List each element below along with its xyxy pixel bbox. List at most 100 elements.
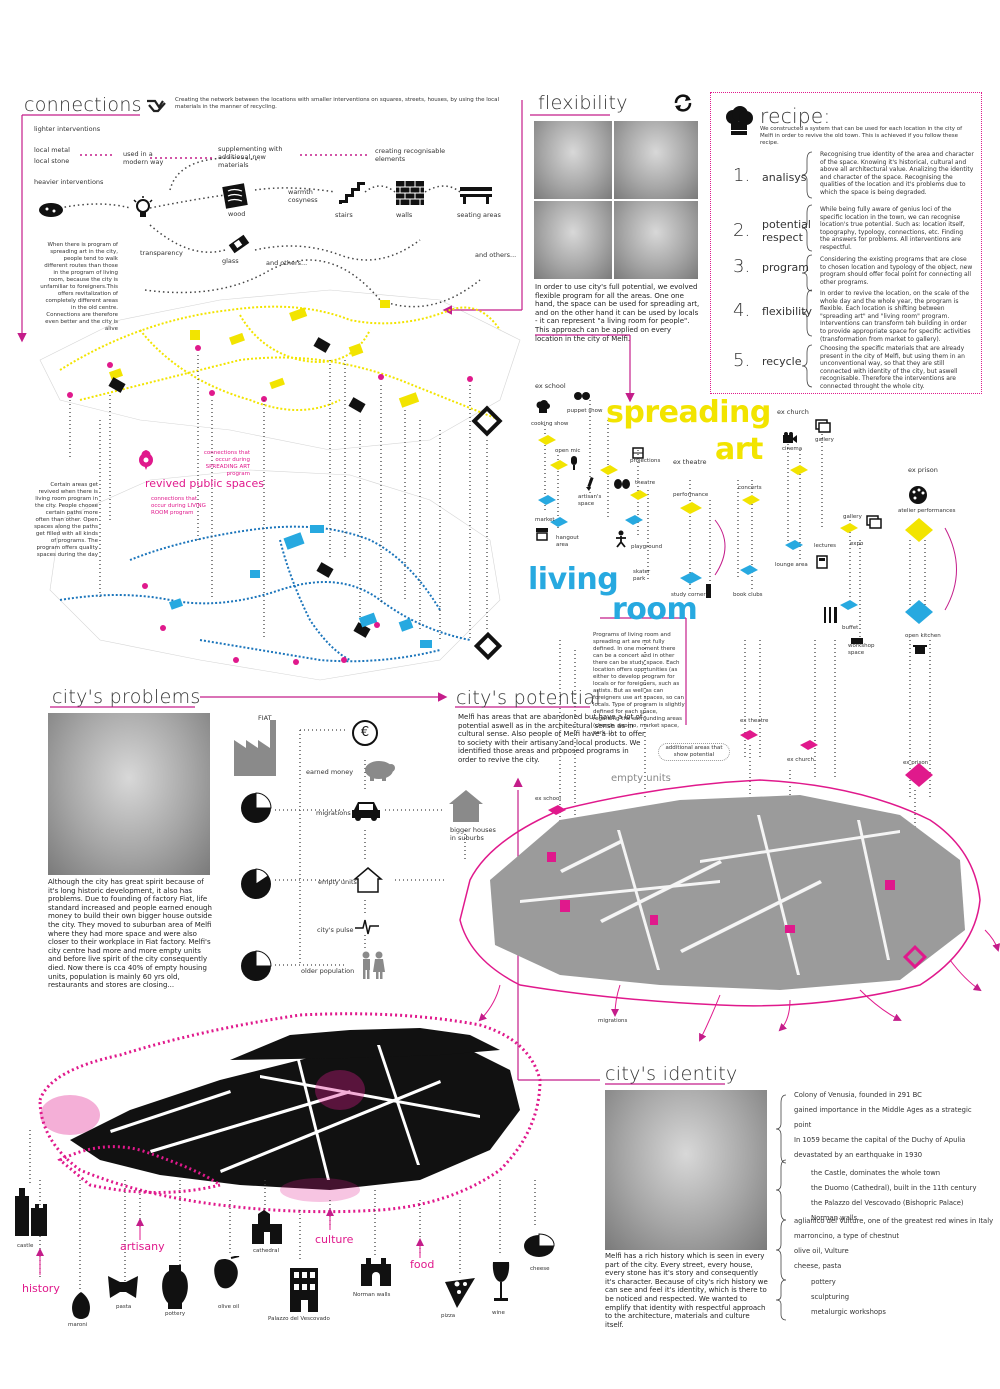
recipe-step-4-number: 4. — [733, 300, 751, 321]
program-label-open-kitchen: open kitchen — [905, 633, 941, 639]
migrations-label: migrations — [316, 809, 351, 817]
wine-label: wine — [492, 1310, 505, 1316]
recipe-step-2-number: 2. — [733, 220, 751, 241]
palazzo-icon — [290, 1268, 318, 1312]
program-note: Programs of living room and spreading ar… — [593, 632, 685, 737]
walls-icon — [395, 180, 425, 206]
revived-public-spaces-label: revived public spaces — [145, 477, 264, 490]
program-label-workshop: workshop space — [848, 643, 875, 656]
art-label: art — [715, 432, 763, 467]
recipe-step-5-desc: Choosing the specific materials that are… — [820, 345, 965, 390]
program-ex-theatre: ex theatre — [673, 458, 707, 466]
playground-icon — [614, 530, 628, 548]
connections-icon — [145, 97, 167, 115]
pasta-label: pasta — [116, 1304, 132, 1310]
used-in-modern-way-label: used in a modern way — [123, 150, 164, 166]
wood-label: wood — [228, 210, 246, 218]
palette-icon — [908, 485, 928, 505]
potential-title: city's potential — [456, 687, 601, 709]
flexibility-photo-3 — [534, 201, 612, 279]
connections-spreading-label: connections that occur during SPREADING … — [203, 450, 250, 477]
program-label-projections: projections — [630, 458, 661, 464]
living-label: living — [528, 562, 619, 597]
potential-migrations: migrations — [598, 1018, 628, 1024]
flexibility-title: flexibility — [538, 92, 628, 114]
house-outline-icon — [352, 866, 384, 894]
walls-label: walls — [396, 211, 413, 219]
gallery-icon — [815, 418, 831, 433]
earned-money-label: earned money — [306, 768, 354, 776]
pizza-icon — [443, 1276, 477, 1310]
pie-chart-icon-1 — [240, 792, 272, 824]
flexibility-photo-1 — [534, 121, 612, 199]
supplementing-label: supplementing with additional new materi… — [218, 145, 283, 169]
olive-oil-label: olive oil — [218, 1304, 240, 1310]
bigger-houses-label: bigger houses in suburbs — [450, 826, 496, 842]
bench-icon — [458, 183, 494, 205]
cathedral-icon — [252, 1210, 282, 1244]
program-label-lectures: lectures — [814, 543, 836, 549]
recipe-step-3-number: 3. — [733, 256, 751, 277]
food-label: food — [410, 1258, 435, 1271]
chef-hat-icon — [724, 106, 754, 136]
program-label-skater-park: skater park — [633, 569, 651, 582]
gallery-2-icon — [866, 514, 882, 529]
car-icon — [350, 798, 382, 822]
identity-craft-item: metalurgic workshops — [811, 1308, 886, 1316]
microphone-icon — [568, 455, 580, 471]
identity-food-item: olive oil, Vulture — [794, 1247, 849, 1255]
castle-label: castle — [17, 1243, 34, 1249]
identity-photo — [605, 1090, 767, 1250]
program-note-text: Programs of living room and spreading ar… — [593, 632, 685, 736]
recipe-step-3-name: program — [762, 261, 809, 274]
potential-ex-church: ex church — [787, 757, 814, 763]
program-ex-church: ex church — [777, 408, 809, 416]
recipe-step-3-desc: Considering the existing programs that a… — [820, 256, 973, 286]
identity-history-item: devastated by an earthquake in 1930 — [794, 1151, 923, 1159]
local-metal-label: local metal — [34, 146, 70, 154]
film-icon — [632, 444, 644, 459]
recipe-step-5-number: 5. — [733, 350, 751, 371]
identity-building-item: the Duomo (Cathedral), built in the 11th… — [811, 1184, 977, 1192]
program-label-open-mic: open mic — [555, 448, 581, 454]
pulse-icon — [355, 914, 379, 938]
program-label-atelier: atelier performances — [898, 508, 956, 514]
camera-icon — [782, 430, 798, 444]
workshop-icon — [850, 630, 864, 644]
refresh-icon — [672, 92, 694, 114]
potential-text: Melfi has areas that are abandoned but h… — [458, 713, 645, 764]
connections-living-label: connections that occur during LIVING ROO… — [151, 496, 206, 516]
program-label-playground: playground — [631, 544, 663, 550]
lightbulb-icon — [132, 196, 154, 222]
flexibility-text: In order to use city's full potential, w… — [535, 283, 700, 343]
chef-hat-small-icon — [536, 400, 550, 416]
connections-side-text-2: Certain areas get revived when there is … — [34, 482, 98, 558]
identity-craft-item: pottery — [811, 1278, 836, 1286]
and-others-label-1: and others... — [266, 259, 308, 267]
program-ex-school: ex school — [535, 382, 566, 390]
pie-chart-icon-2 — [240, 868, 272, 900]
market-stall-icon — [535, 526, 549, 541]
identity-building-item: the Castle, dominates the whole town — [811, 1169, 941, 1177]
culture-label: culture — [315, 1233, 354, 1246]
recipe-title: recipe: — [760, 104, 831, 128]
identity-building-item: the Palazzo del Vescovado (Bishopric Pal… — [811, 1199, 964, 1207]
pot-icon — [913, 641, 927, 655]
stairs-icon — [337, 180, 367, 206]
older-population-label: older population — [301, 967, 355, 975]
stairs-label: stairs — [335, 211, 353, 219]
puppet-icon — [573, 389, 591, 403]
castle-icon — [15, 1188, 47, 1236]
flexibility-photo-2 — [614, 121, 698, 199]
program-label-puppet-show: puppet show — [567, 408, 603, 414]
program-label-cinema: cinema — [782, 446, 803, 452]
norman-walls-label: Norman walls — [353, 1292, 391, 1298]
warmth-label: warmth cosyness — [288, 188, 318, 204]
connections-side-text: When there is program of spreading art i… — [40, 242, 118, 332]
maroni-icon — [68, 1290, 94, 1320]
local-stone-label: local stone — [34, 157, 70, 165]
recipe-intro: We constructed a system that can be used… — [760, 126, 963, 146]
fiat-label: FIAT — [258, 714, 272, 722]
